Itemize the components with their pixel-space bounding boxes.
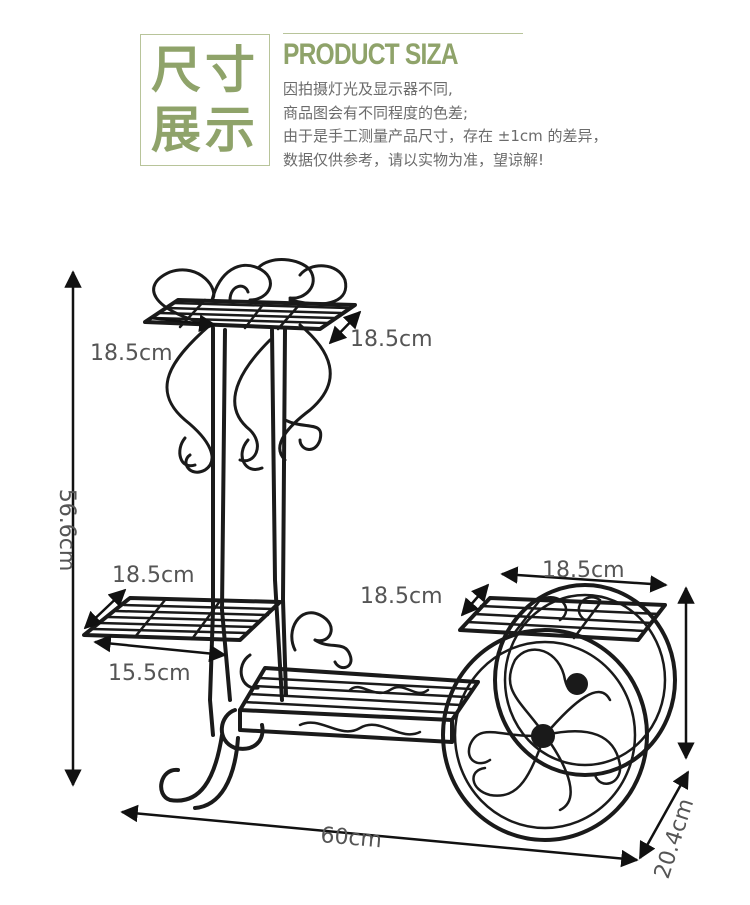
middle-shelf — [238, 666, 480, 744]
top-scrollwork — [152, 258, 348, 474]
title-line-1: 尺寸 — [151, 41, 259, 99]
depth-arrow — [638, 770, 690, 860]
note-line-1: 因拍摄灯光及显示器不同, — [283, 80, 453, 98]
front-wheel — [441, 628, 649, 842]
top-depth-arrow — [328, 310, 362, 345]
length-arrow — [120, 804, 639, 868]
label-top-width: 18.5cm — [90, 341, 173, 366]
vertical-posts — [208, 326, 288, 737]
front-wheel-hub — [531, 724, 555, 748]
left-shelf-width-arrow — [93, 634, 227, 663]
label-cart-shelf-depth: 18.5cm — [360, 584, 443, 609]
label-total-depth: 20.4cm — [650, 796, 699, 882]
right-shelf-depth-arrow — [460, 583, 490, 617]
header-divider — [283, 33, 523, 34]
top-width-arrow — [149, 314, 217, 333]
left-shelf — [82, 596, 282, 642]
label-left-shelf-width: 15.5cm — [108, 661, 191, 686]
note-line-2: 商品图会有不同程度的色差; — [283, 103, 469, 122]
back-wheel-hub — [566, 673, 588, 695]
left-shelf-depth-arrow — [83, 588, 127, 630]
plant-stand-illustration — [82, 258, 677, 842]
header: 尺寸 展示 PRODUCT SIZA 因拍摄灯光及显示器不同, 商品图会有不同程… — [0, 0, 750, 190]
note-line-4: 数据仅供参考，请以实物为准，望谅解! — [283, 150, 545, 169]
middle-scrollwork — [239, 611, 353, 690]
notes: 因拍摄灯光及显示器不同, 商品图会有不同程度的色差; 由于是手工测量产品尺寸，存… — [283, 78, 608, 172]
product-title: PRODUCT SIZA — [283, 38, 458, 71]
label-total-length: 60cm — [319, 823, 382, 853]
right-shelf-width-arrow — [500, 566, 668, 593]
title-box: 尺寸 展示 — [140, 34, 270, 166]
title-line-2: 展示 — [151, 101, 259, 159]
label-left-shelf-depth: 18.5cm — [112, 563, 195, 588]
label-cart-shelf-width: 18.5cm — [542, 558, 625, 583]
dimension-lines — [64, 270, 695, 868]
label-total-height: 56.6cm — [54, 489, 79, 572]
note-line-3: 由于是手工测量产品尺寸，存在 ±1cm 的差异， — [283, 127, 608, 145]
label-top-depth: 18.5cm — [350, 327, 433, 352]
